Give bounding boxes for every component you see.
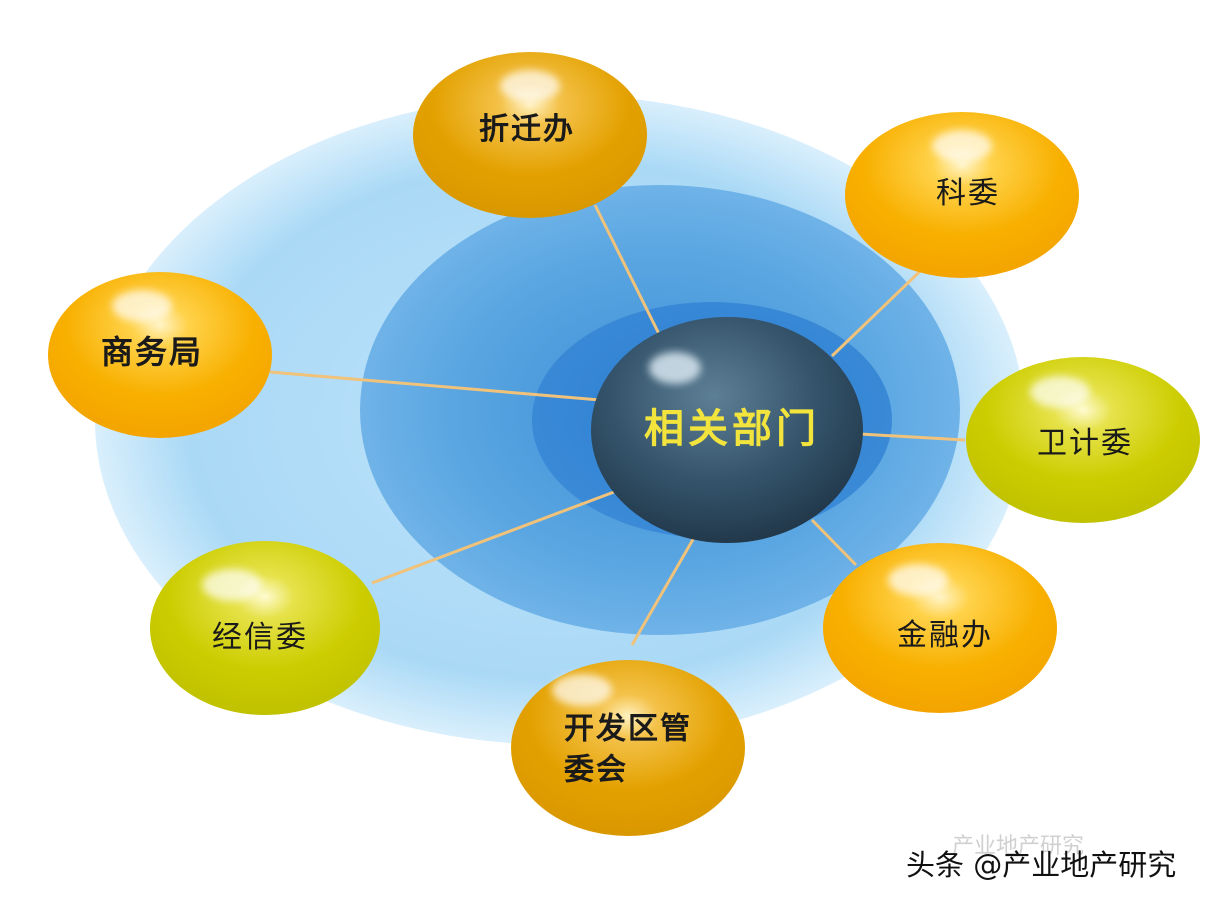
node-ball xyxy=(413,52,647,218)
node-highlight xyxy=(1030,376,1090,408)
connector-kaifaqu xyxy=(630,535,697,646)
label-chaiqianban: 折迁办 xyxy=(479,112,575,147)
node-ball xyxy=(823,543,1057,713)
label-shangwuju: 商务局 xyxy=(100,333,204,371)
label-jingxinwei: 经信委 xyxy=(212,620,308,655)
connector-weijiwei xyxy=(859,432,966,442)
node-highlight xyxy=(500,70,560,102)
node-ball xyxy=(48,272,272,438)
label-kaifaqu: 开发区管 委会 xyxy=(564,710,692,791)
connector-chaiqianban xyxy=(593,204,664,341)
node-highlight xyxy=(112,290,172,322)
node-highlight xyxy=(552,674,612,706)
label-kewei: 科委 xyxy=(936,176,1000,211)
label-kaifaqu-line1: 开发区管 xyxy=(564,711,692,747)
node-chaiqianban xyxy=(413,52,647,218)
watermark-faint: 产业地产研究 xyxy=(952,834,1085,859)
label-weijiwei: 卫计委 xyxy=(1037,426,1133,461)
label-jinrongban: 金融办 xyxy=(897,618,993,653)
node-kaifaqu xyxy=(511,660,745,836)
connector-jingxinwei xyxy=(371,490,615,585)
label-kaifaqu-line2: 委会 xyxy=(564,752,628,787)
node-ball xyxy=(845,112,1079,278)
node-weijiwei xyxy=(966,357,1200,523)
node-highlight xyxy=(888,564,948,596)
connector-shangwuju xyxy=(269,370,601,402)
center-label: 相关部门 xyxy=(644,406,820,452)
watermark: 头条 @产业地产研究 xyxy=(906,848,1177,882)
node-jinrongban xyxy=(823,543,1057,713)
node-ball xyxy=(966,357,1200,523)
node-jingxinwei xyxy=(150,541,380,715)
node-highlight xyxy=(202,569,262,601)
node-kewei xyxy=(845,112,1079,278)
node-shangwuju xyxy=(48,272,272,438)
center-highlight xyxy=(649,352,701,384)
node-highlight xyxy=(932,130,992,162)
connector-jinrongban xyxy=(810,518,858,567)
